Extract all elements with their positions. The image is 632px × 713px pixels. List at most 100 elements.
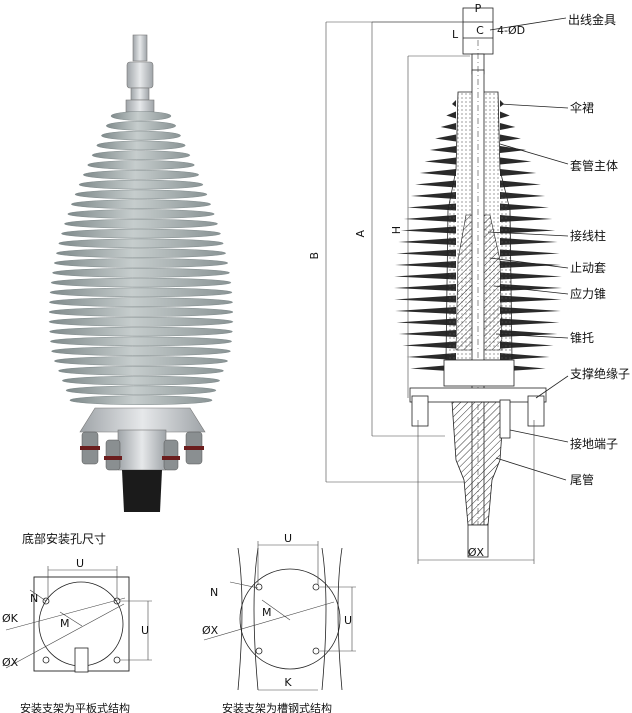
right-label-n: N <box>210 586 218 599</box>
section-shed <box>394 272 456 280</box>
section-shed <box>429 146 456 153</box>
shed-disc <box>67 209 215 219</box>
section-shed <box>435 134 456 142</box>
dim-l: L <box>452 28 459 41</box>
section-shed <box>500 100 504 107</box>
section-shed <box>500 307 561 314</box>
right-caption: 安装支架为槽钢式结构 <box>222 701 332 713</box>
section-shed <box>500 318 560 326</box>
left-label-n: N <box>30 592 38 605</box>
left-label-k: ØK <box>2 612 19 625</box>
callout-outgoing-fitting: 出线金具 <box>568 12 616 27</box>
section-shed <box>406 353 456 360</box>
shed-disc <box>48 307 234 317</box>
shed-disc <box>49 326 233 337</box>
shed-disc <box>110 111 172 121</box>
shed-disc <box>87 160 195 170</box>
dim-x: ØX <box>468 546 485 559</box>
terminal-illustration <box>48 34 234 512</box>
left-caption: 安装支架为平板式结构 <box>20 701 130 713</box>
shed-disc <box>50 277 232 288</box>
section-shed <box>500 353 550 360</box>
bottom-title: 底部安装孔尺寸 <box>22 531 106 546</box>
section-shed <box>440 123 456 130</box>
section-shed <box>424 157 456 165</box>
section-shed <box>500 215 553 222</box>
shed-disc <box>83 170 199 180</box>
cross-section-drawing: B A H ØX C L P 4-ØD <box>308 2 562 564</box>
dim-p: P <box>475 2 482 15</box>
section-shed <box>395 261 456 268</box>
section-shed <box>402 341 456 349</box>
callout-stress-cone: 应力锥 <box>570 286 606 301</box>
callout-ground-terminal: 接地端子 <box>570 436 618 451</box>
shed-disc <box>101 130 181 141</box>
callout-group: 出线金具 伞裙 套管主体 接线柱 止动套 应力锥 锥托 支撑绝缘子 接地端子 尾… <box>487 12 630 487</box>
section-shed <box>446 111 456 119</box>
callout-cone-holder: 锥托 <box>570 331 594 345</box>
callout-support-insulator: 支撑绝缘子 <box>570 366 630 381</box>
shed-disc <box>96 140 186 151</box>
section-shed <box>500 261 561 268</box>
shed-disc <box>51 346 231 356</box>
flat-plate-diagram: U U N M ØK ØX 安装支架为平板式结构 <box>2 557 152 713</box>
shed-disc <box>49 287 233 298</box>
callout-sheds: 伞裙 <box>570 100 594 115</box>
section-shed <box>500 203 549 211</box>
dim-holes: 4-ØD <box>497 24 525 37</box>
shed-disc <box>53 258 229 268</box>
shed-disc <box>74 189 208 200</box>
left-label-x: ØX <box>2 656 19 669</box>
callout-tail-pipe: 尾管 <box>570 472 594 487</box>
shed-disc <box>78 179 204 190</box>
shed-disc <box>69 395 213 405</box>
section-shed <box>415 180 456 188</box>
dim-b: B <box>308 252 321 260</box>
section-shed <box>407 203 456 211</box>
section-shed <box>500 341 554 349</box>
shed-disc <box>52 268 230 278</box>
left-label-m: M <box>60 617 70 630</box>
shed-disc <box>62 375 220 386</box>
section-shed <box>500 157 532 165</box>
channel-steel-diagram: U U N M ØX K 安装支架为槽钢式结构 <box>202 532 356 713</box>
section-shed <box>500 146 527 153</box>
section-shed <box>500 134 521 142</box>
left-label-u-side: U <box>141 624 149 637</box>
shed-disc <box>54 356 228 366</box>
section-shed <box>500 249 560 257</box>
section-shed <box>500 238 558 245</box>
shed-disc <box>48 317 234 327</box>
right-label-k: K <box>284 676 292 689</box>
shed-disc <box>58 366 224 376</box>
shed-disc <box>56 248 226 258</box>
section-shed <box>452 100 456 107</box>
shed-disc <box>58 238 224 249</box>
dim-a: A <box>354 230 367 238</box>
section-shed <box>500 284 562 291</box>
section-shed <box>500 295 562 303</box>
shed-disc <box>71 199 211 209</box>
dim-h: H <box>390 226 403 234</box>
shed-disc <box>50 336 232 347</box>
section-shed <box>500 272 562 280</box>
section-shed <box>398 330 456 337</box>
left-label-u-top: U <box>76 557 84 570</box>
callout-bushing-body: 套管主体 <box>570 158 618 173</box>
section-shed <box>500 123 516 130</box>
section-shed <box>500 226 556 234</box>
section-shed <box>500 180 541 188</box>
section-shed <box>410 192 456 199</box>
shed-disc <box>91 150 191 160</box>
section-shed <box>500 192 546 199</box>
section-shed <box>394 284 456 291</box>
right-label-m: M <box>262 606 272 619</box>
section-shed <box>403 215 456 222</box>
section-shed <box>395 307 456 314</box>
section-shed <box>400 226 456 234</box>
section-shed <box>398 238 456 245</box>
callout-terminal-post: 接线柱 <box>570 228 606 243</box>
section-shed <box>500 169 537 176</box>
shed-disc <box>61 228 221 239</box>
